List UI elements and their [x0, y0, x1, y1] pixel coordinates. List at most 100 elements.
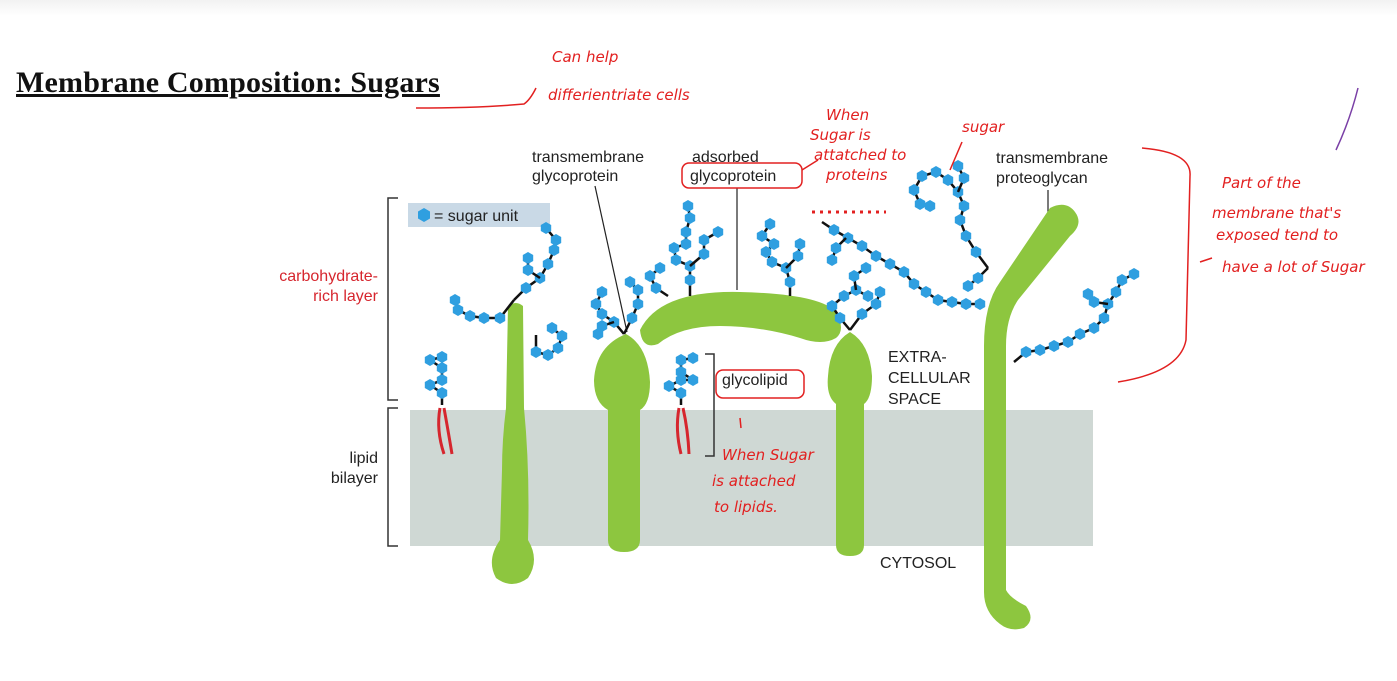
sugar-unit	[838, 290, 850, 302]
sugar-unit	[952, 160, 964, 172]
sugar-unit	[784, 276, 796, 288]
glycolipid-label: glycolipid	[722, 372, 788, 389]
sugar-unit	[436, 362, 448, 374]
sugar-unit	[974, 298, 986, 310]
sugar-unit	[1048, 340, 1060, 352]
window-top-bar	[0, 0, 1397, 16]
sugar-unit	[675, 387, 687, 399]
sugar-chain-long-a	[821, 220, 986, 310]
sugar-unit	[970, 246, 982, 258]
glycolipid-bracket	[705, 353, 715, 457]
lipid-bilayer-bracket	[387, 407, 398, 547]
sugar-unit	[884, 258, 896, 270]
carbohydrate-layer-label-2: rich layer	[313, 288, 379, 305]
transmembrane-glycoprotein	[594, 334, 650, 552]
handwritten-annotations: Can help differientriate cells When Suga…	[415, 48, 1365, 516]
carbohydrate-layer-bracket	[387, 197, 398, 401]
sugar-unit	[556, 330, 568, 342]
sugar-unit	[596, 286, 608, 298]
sugar-unit	[792, 250, 804, 262]
sugar-unit	[862, 290, 874, 302]
sugar-unit	[848, 270, 860, 282]
sugar-unit	[1098, 312, 1110, 324]
transmembrane-proteoglycan	[984, 204, 1079, 630]
carbohydrate-layer-label-1: carbohydrate-	[279, 268, 378, 285]
sugar-unit	[914, 198, 926, 210]
sugar-unit	[874, 286, 886, 298]
sugar-unit	[548, 244, 560, 256]
sugar-unit	[675, 366, 687, 378]
sugar-unit	[596, 308, 608, 320]
sugar-unit	[675, 374, 687, 386]
annotation-when-arrow	[801, 159, 819, 171]
annotation-part-1: Part of the	[1222, 174, 1301, 192]
sugar-unit	[930, 166, 942, 178]
sugar-unit	[590, 298, 602, 310]
legend-text: = sugar unit	[434, 208, 519, 225]
sugar-unit	[684, 274, 696, 286]
sugar-unit	[449, 294, 461, 306]
sugar-unit	[650, 282, 662, 294]
sugar-unit	[684, 212, 696, 224]
sugar-unit	[680, 226, 692, 238]
sugar-unit	[962, 280, 974, 292]
sugar-unit	[826, 254, 838, 266]
sugar-unit	[920, 286, 932, 298]
annotation-part-arrow	[1199, 257, 1213, 263]
sugar-unit	[924, 200, 936, 212]
sugar-unit	[675, 354, 687, 366]
sugar-unit	[592, 328, 604, 340]
sugar-unit	[842, 232, 854, 244]
tm-glycoprotein-label-1: transmembrane	[532, 149, 644, 166]
sugar-unit	[870, 250, 882, 262]
sugar-unit	[632, 284, 644, 296]
annotation-when-3: attatched to	[814, 146, 906, 164]
sugar-unit	[644, 270, 656, 282]
sugar-chain-glycolipid-left	[424, 351, 448, 405]
annotation-glycolipid-arrow	[739, 417, 742, 429]
sugar-unit	[542, 349, 554, 361]
sugar-chain-tm-right-b	[849, 286, 886, 331]
annotation-lipid-1: When Sugar	[722, 446, 815, 464]
sugar-unit	[932, 294, 944, 306]
sugar-unit	[908, 278, 920, 290]
sugar-unit	[436, 351, 448, 363]
sugar-unit	[1020, 346, 1032, 358]
sugar-unit	[1074, 328, 1086, 340]
annotation-help-1: Can help	[552, 48, 618, 66]
sugar-unit	[1128, 268, 1140, 280]
glycolipid-tail-mid-2	[681, 407, 691, 455]
sugar-unit	[436, 374, 448, 386]
sugar-unit	[424, 379, 436, 391]
sugar-unit	[522, 264, 534, 276]
sugar-unit	[764, 218, 776, 230]
proteins	[491, 204, 1079, 630]
sugar-unit	[870, 298, 882, 310]
sugar-chain-proteoglycan-c	[1013, 268, 1140, 363]
sugar-unit	[712, 226, 724, 238]
sugar-chain-proteoglycan-a	[908, 166, 989, 269]
sugar-unit	[960, 298, 972, 310]
sugar-unit	[908, 184, 920, 196]
adsorbed-label-1: adsorbed	[692, 149, 759, 166]
legend-sugar-swatch	[418, 208, 430, 222]
annotation-glycolipid-circle	[715, 369, 805, 399]
extracellular-label-3: SPACE	[888, 391, 941, 408]
sugar-unit	[1062, 336, 1074, 348]
sugar-chain-adsorbed-b	[689, 226, 724, 267]
annotation-sugar-arrow	[949, 141, 963, 171]
sugar-unit	[654, 262, 666, 274]
tm-proteoglycan-label-2: proteoglycan	[996, 170, 1088, 187]
sugar-unit	[452, 304, 464, 316]
sugar-unit	[680, 238, 692, 250]
sugar-chain-adsorbed-c	[644, 262, 669, 298]
sugar-unit	[826, 300, 838, 312]
sugar-unit	[1082, 288, 1094, 300]
sugar-unit	[972, 272, 984, 284]
sugar-unit	[464, 310, 476, 322]
sugar-unit	[946, 296, 958, 308]
transmembrane-protein-left	[491, 303, 534, 584]
annotation-when-2: Sugar is	[810, 126, 871, 144]
sugar-unit	[954, 214, 966, 226]
tm-proteoglycan-label-1: transmembrane	[996, 150, 1108, 167]
